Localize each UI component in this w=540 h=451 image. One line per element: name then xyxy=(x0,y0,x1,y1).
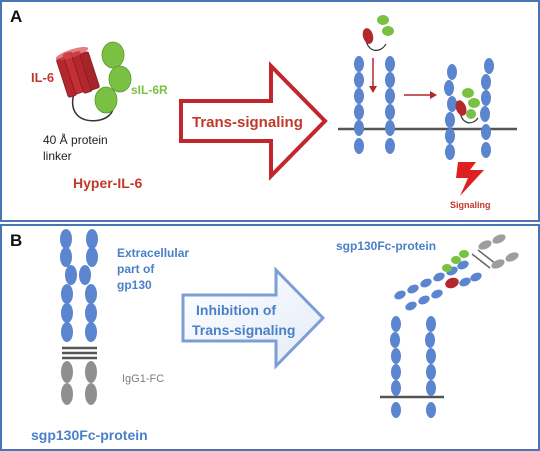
sil6r-label: sIL-6R xyxy=(131,83,168,97)
free-hyper-il6 xyxy=(362,15,394,51)
linker-label-line1: 40 Å protein xyxy=(43,132,108,147)
gp130-receptor-6 xyxy=(425,316,436,418)
sil6r-domains xyxy=(94,41,132,114)
inhibition-arrow xyxy=(181,266,326,370)
sgp130fc-large xyxy=(60,229,98,405)
panel-b-letter: B xyxy=(10,231,22,250)
sgp130fc-complex xyxy=(394,234,519,311)
trans-signaling-label: Trans-signaling xyxy=(192,114,303,131)
signaling-label: Signaling xyxy=(450,200,491,210)
binding-arrow-right-head xyxy=(430,91,437,99)
gp130-receptor-3 xyxy=(444,64,457,160)
igg1-fc-domains xyxy=(61,361,97,405)
trans-signaling-arrow xyxy=(179,61,328,181)
bound-hyper-il6 xyxy=(455,88,480,124)
extracellular-label-line1: Extracellular xyxy=(117,246,189,260)
disulfide-bridge xyxy=(62,346,97,360)
signaling-lightning-icon xyxy=(456,162,484,196)
gp130-receptor-4 xyxy=(480,58,494,158)
gp130-receptor-5 xyxy=(390,316,401,418)
panel-a: A IL-6 sIL-6R 40 Å protein linker Hyper-… xyxy=(0,0,540,222)
inhibition-label-line1: Inhibition of xyxy=(196,302,276,318)
sgp130fc-top-label: sgp130Fc-protein xyxy=(336,239,436,253)
panel-a-letter: A xyxy=(10,7,22,26)
extracellular-label-line3: gp130 xyxy=(117,278,152,292)
linker-label-line2: linker xyxy=(43,149,72,163)
panel-b: B Extracellular part of gp130 xyxy=(0,224,540,451)
sgp130fc-bottom-label: sgp130Fc-protein xyxy=(31,427,148,443)
il6-cylinders xyxy=(55,46,100,98)
binding-arrow-down-head xyxy=(369,86,377,93)
gp130-receptor-2 xyxy=(385,56,395,154)
igg1-fc-label: IgG1-FC xyxy=(122,373,164,385)
hyper-il6-label: Hyper-IL-6 xyxy=(73,175,142,191)
inhibition-label-line2: Trans-signaling xyxy=(192,322,295,338)
il6-label: IL-6 xyxy=(31,70,54,85)
hyper-il6-molecule xyxy=(55,41,132,122)
gp130-receptor-1 xyxy=(354,56,364,154)
extracellular-label-line2: part of xyxy=(117,262,155,276)
